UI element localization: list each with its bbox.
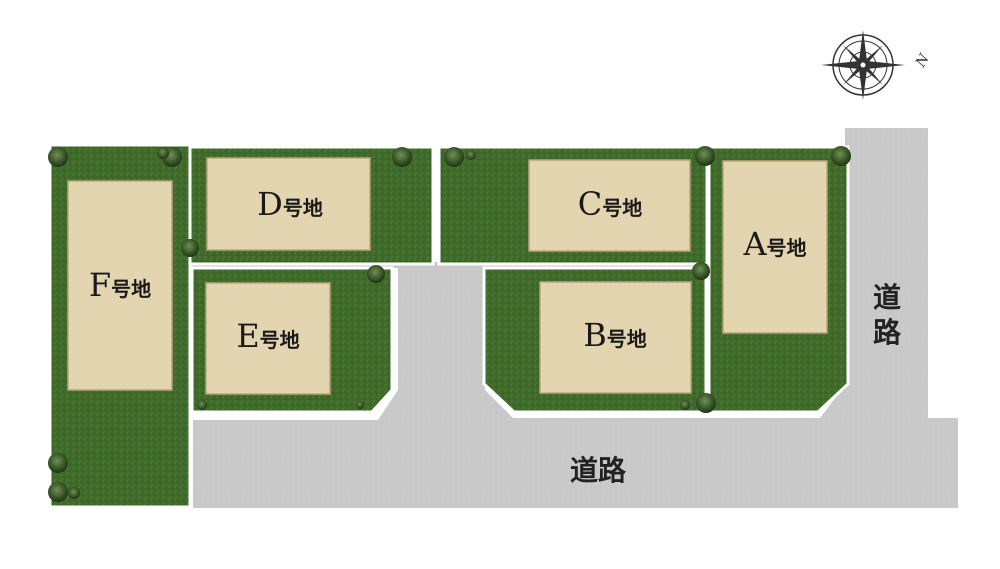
- tree-icon: [466, 150, 476, 160]
- tree-icon: [157, 147, 169, 159]
- tree-icon: [367, 265, 385, 283]
- trees: [48, 146, 851, 502]
- lot-c[interactable]: C号地: [437, 145, 709, 266]
- lot-f[interactable]: F号地: [48, 143, 192, 509]
- lot-d-building: [206, 157, 371, 251]
- lot-d[interactable]: D号地: [188, 145, 435, 266]
- tree-icon: [48, 482, 68, 502]
- tree-icon: [692, 262, 710, 280]
- lot-c-building: [528, 159, 691, 252]
- road-area: [188, 128, 958, 508]
- tree-icon: [695, 146, 715, 166]
- tree-icon: [181, 239, 199, 257]
- lot-e-building: [205, 282, 331, 395]
- tree-icon: [392, 147, 412, 167]
- lot-f-label: F号地: [89, 266, 151, 304]
- tree-icon: [197, 400, 207, 410]
- lot-b-label: B号地: [583, 316, 647, 354]
- lot-a-building: [722, 160, 828, 334]
- lot-d-label: D号地: [257, 185, 323, 223]
- compass-rose-icon: N: [821, 30, 933, 100]
- tree-icon: [831, 146, 851, 166]
- lot-f-building: [67, 180, 173, 391]
- compass-north-label: N: [912, 51, 933, 71]
- tree-icon: [696, 393, 716, 413]
- tree-icon: [356, 401, 364, 409]
- road-label-right-bottom: 路: [873, 316, 902, 349]
- lot-e[interactable]: E号地: [190, 266, 394, 414]
- tree-icon: [444, 147, 464, 167]
- road-label-bottom: 道路: [570, 454, 627, 487]
- tree-icon: [48, 147, 68, 167]
- lot-c-label: C号地: [578, 185, 642, 223]
- tree-icon: [48, 453, 68, 473]
- lot-e-label: E号地: [236, 317, 299, 355]
- tree-icon: [68, 487, 80, 499]
- lot-b-building: [539, 281, 692, 394]
- tree-icon: [680, 400, 690, 410]
- lot-b[interactable]: B号地: [482, 266, 708, 414]
- road-label-right-top: 道: [873, 281, 901, 314]
- lot-a[interactable]: A号地: [707, 145, 850, 414]
- lot-a-label: A号地: [742, 225, 806, 263]
